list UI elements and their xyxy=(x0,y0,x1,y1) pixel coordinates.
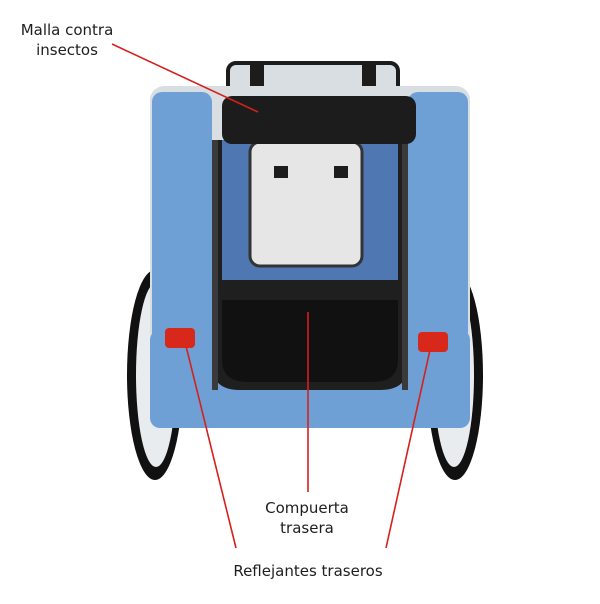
insect-net xyxy=(222,96,416,144)
annotation-insect-net: Malla contra insectos xyxy=(20,21,114,59)
annotation-rear-reflectors: Reflejantes traseros xyxy=(233,562,383,580)
leader-left-reflector xyxy=(185,345,237,549)
leader-lines xyxy=(111,43,431,549)
trailer-body xyxy=(150,86,470,428)
leader-right-reflector xyxy=(385,349,431,549)
annotation-rear-hatch: Compuerta trasera xyxy=(265,499,349,537)
left-reflector xyxy=(165,328,195,348)
leader-insect-net xyxy=(111,43,259,113)
right-reflector xyxy=(418,332,448,352)
